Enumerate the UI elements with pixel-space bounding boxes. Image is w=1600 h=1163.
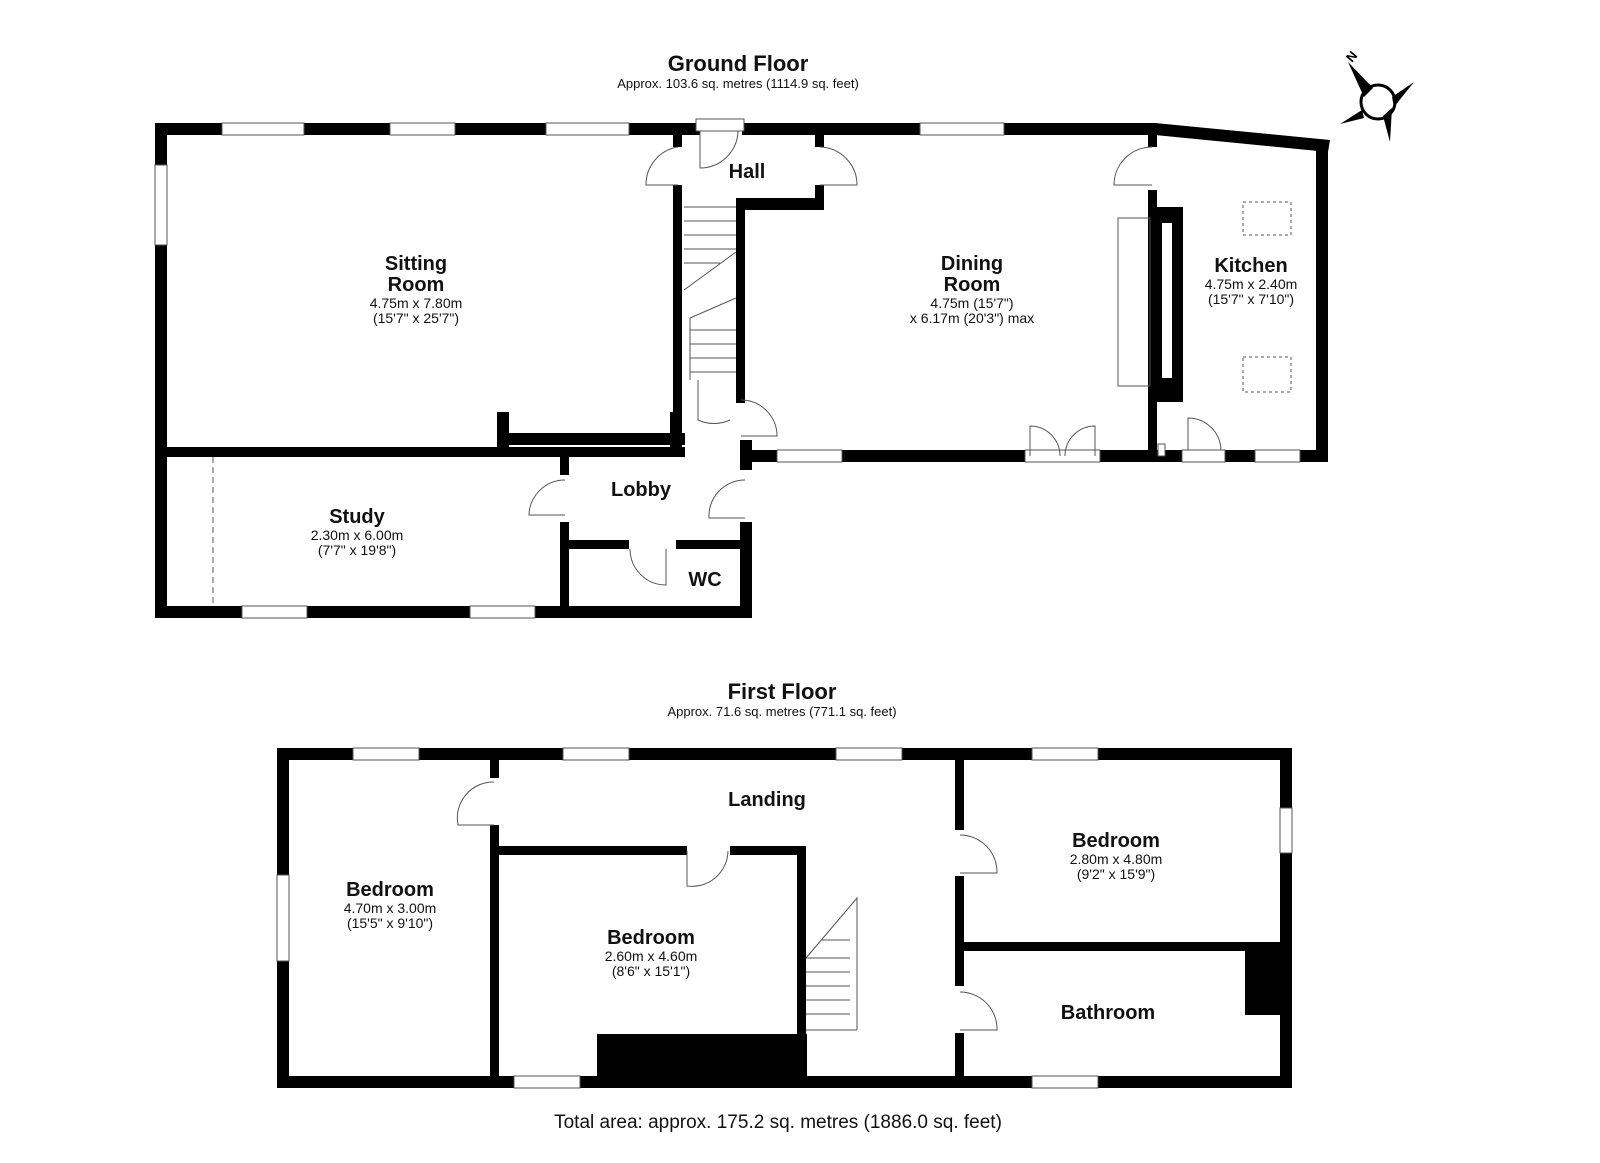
room-lobby: Lobby: [611, 480, 671, 501]
room-dim-imperial: (7'7" x 19'8"): [317, 541, 397, 558]
room-dim-metric: 4.75m x 7.80m: [369, 295, 463, 311]
room-landing: Landing: [728, 790, 806, 811]
room-dim-imperial: (15'5" x 9'10"): [346, 914, 434, 931]
room-hall: Hall: [729, 162, 766, 183]
room-bedroom-east: Bedroom 2.80m x 4.80m (9'2" x 15'9"): [1070, 831, 1163, 881]
room-name: Dining: [940, 253, 1004, 275]
room-dim-metric: 4.75m (15'7"): [930, 295, 1014, 311]
compass-rose-icon: [1340, 62, 1414, 142]
room-bedroom-west: Bedroom 4.70m x 3.00m (15'5" x 9'10"): [344, 880, 437, 930]
room-dim-metric: 2.80m x 4.80m: [1069, 851, 1163, 867]
room-name: Study: [329, 506, 385, 528]
first-floor-title: First Floor: [727, 679, 837, 704]
first-floor-area: Approx. 71.6 sq. metres (771.1 sq. feet): [667, 704, 897, 720]
room-name: Bedroom: [346, 879, 434, 901]
first-floor-windows: [276, 747, 1293, 1089]
room-dim-metric: 4.70m x 3.00m: [343, 900, 437, 916]
ground-floor-title: Ground Floor: [667, 51, 809, 76]
room-name: Sitting: [384, 253, 448, 275]
room-sitting-room: Sitting Room 4.75m x 7.80m (15'7" x 25'7…: [370, 254, 463, 325]
room-name: Room: [943, 274, 1001, 296]
first-floor-heading: First Floor Approx. 71.6 sq. metres (771…: [667, 679, 897, 720]
room-name: WC: [688, 569, 722, 591]
room-wc: WC: [688, 570, 721, 591]
first-stairs: [805, 896, 858, 1031]
ground-floor-doors: [212, 130, 1292, 606]
room-study: Study 2.30m x 6.00m (7'7" x 19'8"): [311, 507, 404, 557]
room-dining-room: Dining Room 4.75m (15'7") x 6.17m (20'3"…: [910, 254, 1034, 325]
room-dim-imperial: (8'6" x 15'1"): [611, 962, 691, 979]
ground-floor-area: Approx. 103.6 sq. metres (1114.9 sq. fee…: [617, 76, 859, 92]
room-name: Lobby: [611, 479, 671, 501]
room-name: Hall: [728, 161, 766, 183]
room-dim-metric: 4.75m x 2.40m: [1204, 276, 1298, 292]
room-dim-metric: 2.60m x 4.60m: [604, 948, 698, 964]
room-bathroom: Bathroom: [1061, 1003, 1155, 1024]
first-floor-doors: [456, 781, 998, 1031]
room-name: Bedroom: [1072, 830, 1160, 852]
room-dim-imperial: x 6.17m (20'3") max: [909, 309, 1035, 326]
total-area: Total area: approx. 175.2 sq. metres (18…: [554, 1112, 1002, 1133]
room-name: Landing: [728, 789, 806, 811]
room-dim-imperial: (9'2" x 15'9"): [1076, 865, 1156, 882]
room-dim-metric: 2.30m x 6.00m: [310, 527, 404, 543]
room-name: Bathroom: [1060, 1002, 1156, 1024]
room-name: Bedroom: [607, 927, 695, 949]
ground-floor-windows: [154, 118, 1301, 619]
room-bedroom-middle: Bedroom 2.60m x 4.60m (8'6" x 15'1"): [605, 928, 698, 978]
room-name: Kitchen: [1214, 255, 1288, 277]
ground-stairs: [683, 206, 737, 380]
room-kitchen: Kitchen 4.75m x 2.40m (15'7" x 7'10"): [1205, 256, 1298, 306]
room-name: Room: [387, 274, 445, 296]
room-dim-imperial: (15'7" x 7'10"): [1207, 290, 1295, 307]
room-dim-imperial: (15'7" x 25'7"): [372, 309, 460, 326]
compass-n-label: N: [1343, 48, 1361, 65]
ground-floor-heading: Ground Floor Approx. 103.6 sq. metres (1…: [617, 51, 859, 92]
